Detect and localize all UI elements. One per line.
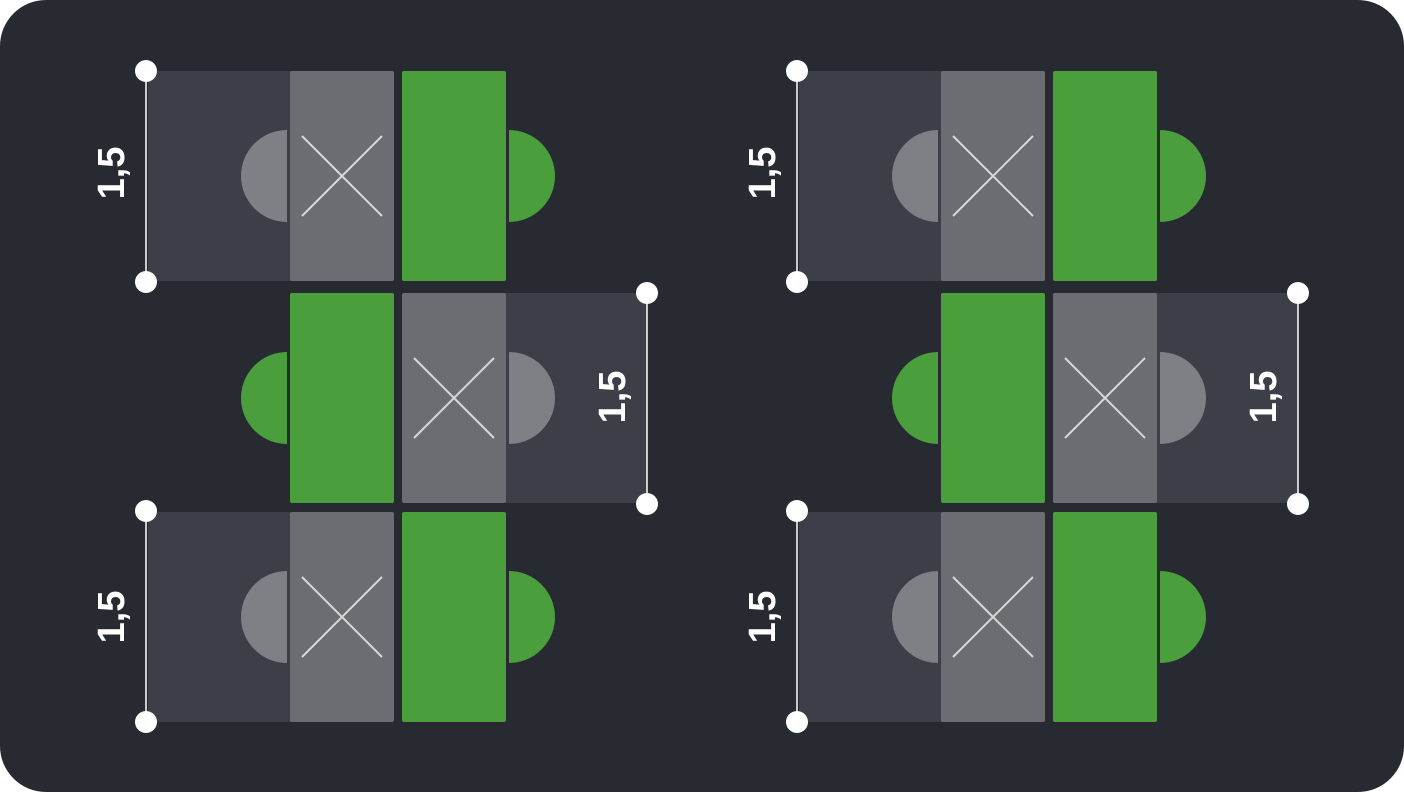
workstation-blocked[interactable] [241, 71, 394, 281]
desk [402, 512, 506, 722]
dimension-line: 1,5 [1243, 282, 1309, 515]
chair [241, 130, 287, 222]
chair [1160, 130, 1206, 222]
dimension-label: 1,5 [742, 147, 784, 200]
cross-icon [1064, 357, 1146, 439]
dot-icon [135, 271, 157, 293]
dimension-line: 1,5 [592, 282, 658, 515]
cross-icon [952, 576, 1034, 658]
chair [892, 352, 938, 444]
dot-icon [786, 60, 808, 82]
desk [402, 71, 506, 281]
chair [509, 130, 555, 222]
dot-icon [786, 500, 808, 522]
chair [509, 352, 555, 444]
desk [1053, 512, 1157, 722]
dot-icon [135, 60, 157, 82]
dimension-line: 1,5 [742, 60, 808, 293]
dot-icon [135, 711, 157, 733]
chair [241, 571, 287, 663]
workstation-available[interactable] [892, 293, 1045, 503]
chair [241, 352, 287, 444]
workstation-blocked[interactable] [402, 293, 555, 503]
dimension-label: 1,5 [742, 591, 784, 644]
dimension-line: 1,5 [91, 60, 157, 293]
cross-icon [413, 357, 495, 439]
dot-icon [636, 282, 658, 304]
workstation-blocked[interactable] [1053, 293, 1206, 503]
dimension-line: 1,5 [742, 500, 808, 733]
dimension-lines: 1,5 1,5 1,5 1,5 1,5 1,5 [91, 60, 1309, 733]
workstation-available[interactable] [1053, 512, 1206, 722]
dimension-label: 1,5 [91, 591, 133, 644]
workstation-available[interactable] [402, 512, 555, 722]
workstation-available[interactable] [241, 293, 394, 503]
desk [1053, 71, 1157, 281]
workstation-blocked[interactable] [892, 71, 1045, 281]
chair [509, 571, 555, 663]
cross-icon [952, 135, 1034, 217]
dimension-line: 1,5 [91, 500, 157, 733]
dot-icon [1287, 493, 1309, 515]
workstation-blocked[interactable] [892, 512, 1045, 722]
chair [1160, 571, 1206, 663]
cross-icon [301, 135, 383, 217]
dimension-label: 1,5 [91, 147, 133, 200]
workstation-available[interactable] [402, 71, 555, 281]
workstation-available[interactable] [1053, 71, 1206, 281]
dot-icon [135, 500, 157, 522]
dimension-label: 1,5 [1243, 371, 1285, 424]
workstations [241, 71, 1206, 722]
chair [892, 571, 938, 663]
workstation-blocked[interactable] [241, 512, 394, 722]
chair [1160, 352, 1206, 444]
chair [892, 130, 938, 222]
desk [290, 293, 394, 503]
desk [941, 293, 1045, 503]
cross-icon [301, 576, 383, 658]
dot-icon [1287, 282, 1309, 304]
dimension-label: 1,5 [592, 371, 634, 424]
dot-icon [636, 493, 658, 515]
dot-icon [786, 711, 808, 733]
dot-icon [786, 271, 808, 293]
